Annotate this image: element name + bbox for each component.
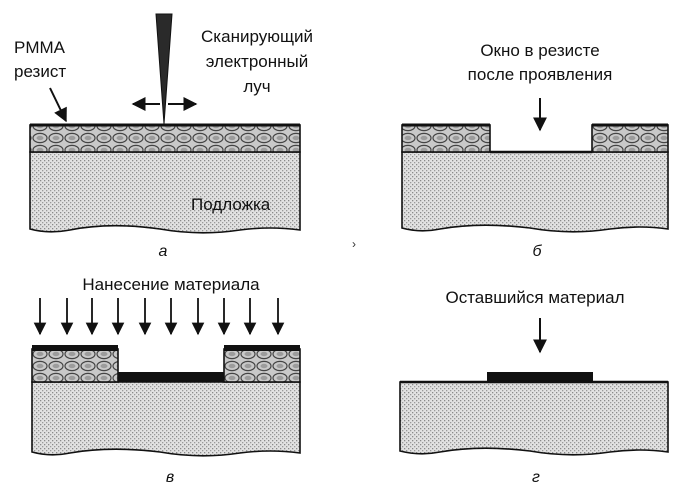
material-on-right-resist	[224, 345, 300, 351]
electron-beam	[155, 13, 173, 125]
pmma-resist-layer	[29, 124, 301, 153]
panel-d: Оставшийся материал г	[399, 288, 669, 486]
caption-d: г	[532, 469, 540, 486]
deposition-label: Нанесение материала	[82, 275, 260, 294]
substrate-block	[401, 151, 669, 233]
substrate-block	[29, 151, 301, 234]
resist-right-block	[223, 348, 301, 383]
window-label-line-2: после проявления	[468, 65, 613, 84]
resist-label-line-2: резист	[14, 62, 66, 81]
remaining-material-label: Оставшийся материал	[445, 288, 624, 307]
material-on-left-resist	[32, 345, 118, 351]
resist-left-block	[401, 124, 491, 153]
resist-left-block	[31, 348, 119, 383]
substrate-label: Подложка	[191, 195, 271, 214]
panel-c: Нанесение материала в	[31, 275, 301, 486]
resist-right-block	[591, 124, 669, 153]
resist-label-line-1: PMMA	[14, 38, 66, 57]
caption-b: б	[533, 243, 543, 260]
caption-a: а	[159, 243, 168, 260]
window-label-line-1: Окно в резисте	[480, 41, 599, 60]
stray-mark: ›	[352, 237, 356, 251]
beam-label-line-2: электронный	[206, 52, 309, 71]
remaining-material-strip	[487, 372, 593, 382]
caption-c: в	[166, 469, 174, 486]
substrate-block	[399, 381, 669, 456]
panel-a: PMMA резист Сканирующий электронный луч …	[14, 13, 313, 260]
beam-label-line-1: Сканирующий	[201, 27, 313, 46]
substrate-block	[31, 381, 301, 457]
deposition-arrows	[33, 298, 285, 336]
material-in-window	[118, 372, 224, 382]
beam-label-line-3: луч	[243, 77, 270, 96]
resist-pointer-arrow	[49, 87, 67, 123]
panel-b: Окно в резисте после проявления б	[401, 41, 669, 260]
